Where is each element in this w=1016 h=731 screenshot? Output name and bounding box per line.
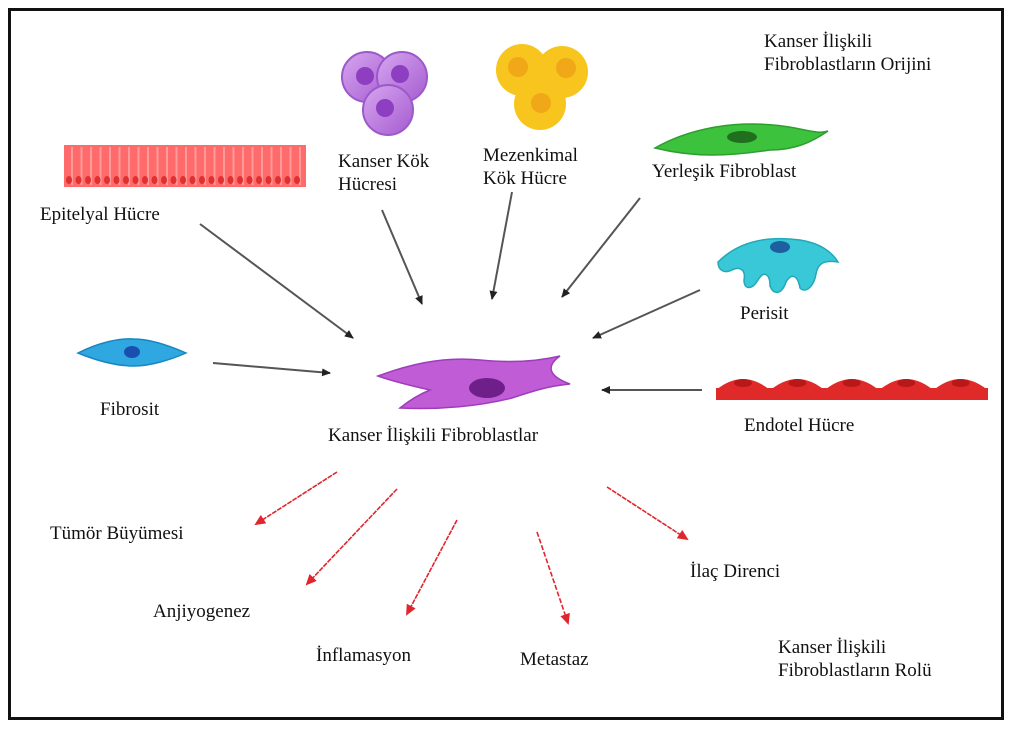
arrow-resident xyxy=(562,198,640,297)
arrow-pericyte xyxy=(593,290,700,338)
arrow-fibrocyte xyxy=(213,363,330,373)
fibrocyte-label: Fibrosit xyxy=(100,398,159,421)
arrow-inflammation xyxy=(407,520,457,614)
fibrocyte-icon xyxy=(78,339,186,366)
drug-resistance-label: İlaç Direnci xyxy=(690,560,780,583)
origin-title: Kanser İlişkili Fibroblastların Orijini xyxy=(764,30,931,76)
role-arrows xyxy=(256,472,687,623)
arrow-cancer-stem xyxy=(382,210,422,304)
role-title: Kanser İlişkili Fibroblastların Rolü xyxy=(778,636,932,682)
endothelial-cell-icon xyxy=(716,379,988,400)
resident-fibroblast-icon xyxy=(655,124,828,155)
arrow-mesenchymal xyxy=(492,192,512,299)
arrow-epithelial xyxy=(200,224,353,338)
caf-label: Kanser İlişkili Fibroblastlar xyxy=(328,424,538,447)
cancer-associated-fibroblast-icon xyxy=(378,356,570,409)
pericyte-label: Perisit xyxy=(740,302,789,325)
mesenchymal-stem-cell-icon xyxy=(496,44,588,130)
cancer-stem-cell-icon xyxy=(342,52,427,135)
endothelial-label: Endotel Hücre xyxy=(744,414,854,437)
arrow-tumor-growth xyxy=(256,472,337,524)
inflammation-label: İnflamasyon xyxy=(316,644,411,667)
epithelial-label: Epitelyal Hücre xyxy=(40,203,160,226)
metastasis-label: Metastaz xyxy=(520,648,589,671)
angiogenesis-label: Anjiyogenez xyxy=(153,600,250,623)
tumor-growth-label: Tümör Büyümesi xyxy=(50,522,184,545)
resident-fibroblast-label: Yerleşik Fibroblast xyxy=(652,160,796,183)
arrow-angiogenesis xyxy=(307,489,397,584)
cancer-stem-label: Kanser Kök Hücresi xyxy=(338,150,429,196)
arrow-metastasis xyxy=(537,532,568,623)
arrow-drug-resistance xyxy=(607,487,687,539)
mesenchymal-label: Mezenkimal Kök Hücre xyxy=(483,144,578,190)
pericyte-icon xyxy=(718,239,838,293)
epithelial-cell-icon xyxy=(64,145,306,187)
